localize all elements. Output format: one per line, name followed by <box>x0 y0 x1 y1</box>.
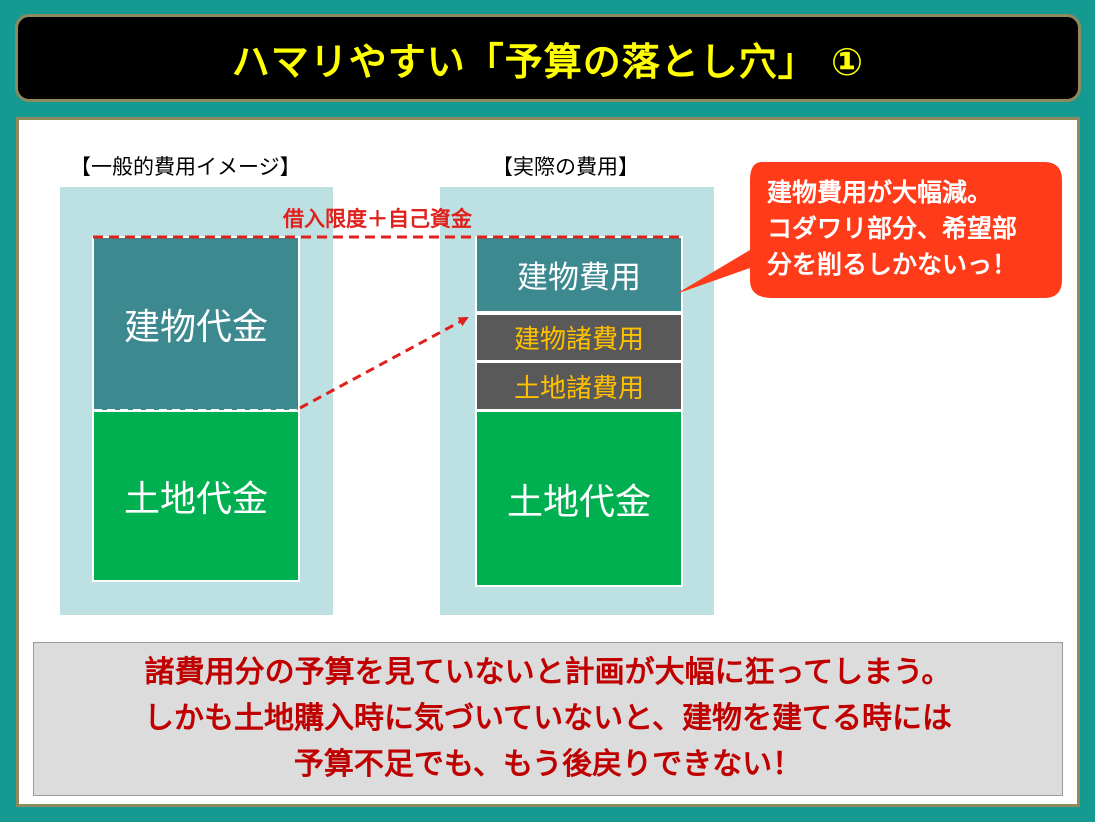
left-building-label: 建物代金 <box>123 307 268 348</box>
right-land-block: 土地代金 <box>475 410 683 587</box>
bottom-note-box: 諸費用分の予算を見ていないと計画が大幅に狂ってしまう。 しかも土地購入時に気づい… <box>33 642 1063 796</box>
right-building-block: 建物費用 <box>475 236 683 313</box>
right-building-misc-block: 建物諸費用 <box>475 313 683 362</box>
right-building-misc-label: 建物諸費用 <box>513 325 644 355</box>
shift-arrow <box>299 316 469 410</box>
right-panel-label: 【実際の費用】 <box>492 155 639 179</box>
callout-text: 建物費用が大幅減。 コダワリ部分、希望部 分を削るしかないっ！ <box>767 175 1017 283</box>
callout-line: コダワリ部分、希望部 <box>767 214 1018 243</box>
right-land-label: 土地代金 <box>506 481 651 523</box>
callout-bubble <box>676 162 1062 298</box>
right-land-misc-label: 土地諸費用 <box>513 373 644 404</box>
bottom-note-line: 予算不足でも、もう後戻りできない！ <box>293 747 803 782</box>
callout-line: 分を削るしかないっ！ <box>767 250 1018 279</box>
limit-label: 借入限度＋自己資金 <box>283 207 472 231</box>
callout-line: 建物費用が大幅減。 <box>767 178 993 207</box>
right-building-label: 建物費用 <box>517 260 641 296</box>
left-panel-label: 【一般的費用イメージ】 <box>70 155 301 179</box>
left-land-block: 土地代金 <box>92 410 300 582</box>
left-land-label: 土地代金 <box>123 479 268 520</box>
bottom-note-line: 諸費用分の予算を見ていないと計画が大幅に狂ってしまう。 <box>144 655 952 690</box>
title-bar: ハマリやすい「予算の落とし穴」 ① <box>15 14 1081 102</box>
slide-title: ハマリやすい「予算の落とし穴」 ① <box>231 39 865 84</box>
bottom-note-line: しかも土地購入時に気づいていないと、建物を建てる時には <box>144 701 952 736</box>
